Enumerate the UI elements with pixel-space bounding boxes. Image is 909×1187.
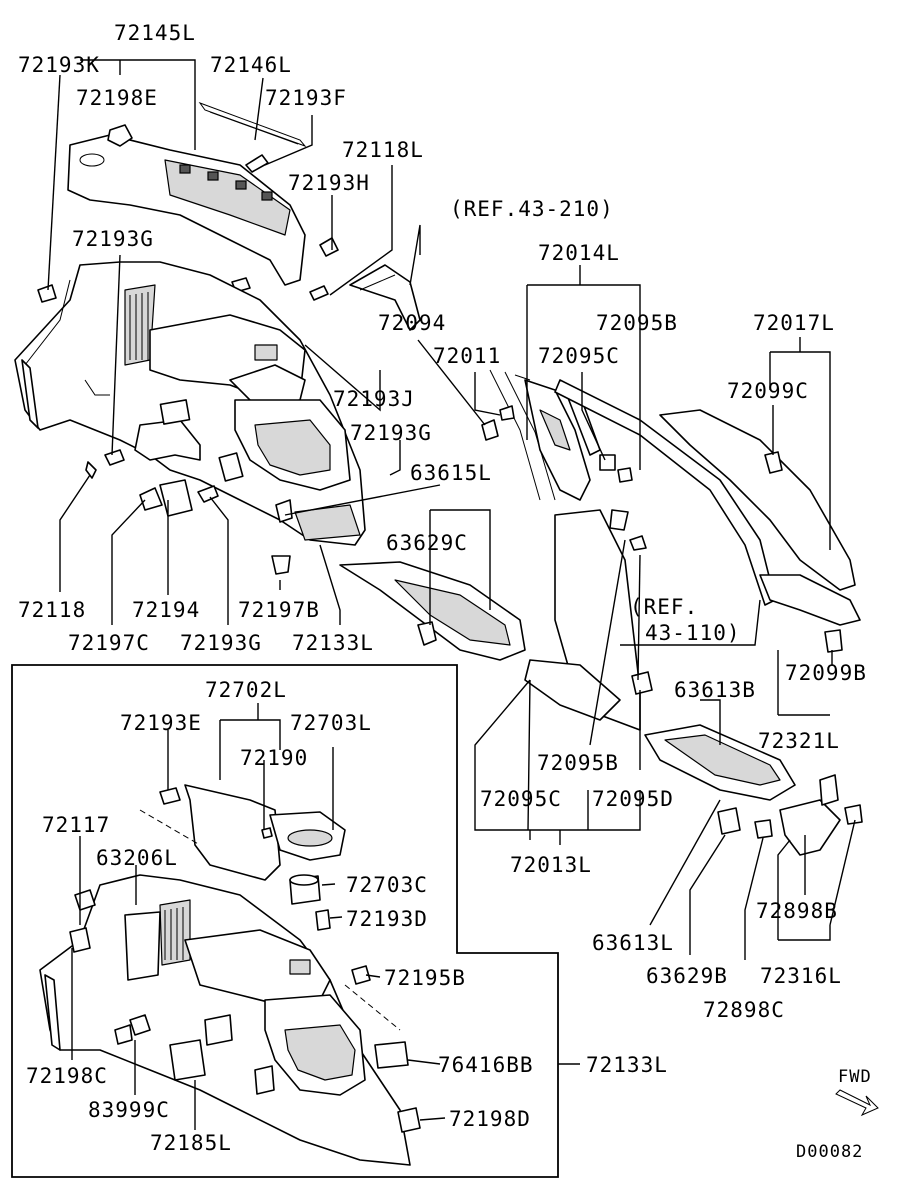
label-72095C-top: 72095C (538, 344, 620, 368)
label-72145L: 72145L (114, 21, 196, 45)
label-72193G-mid: 72193G (350, 421, 432, 445)
label-72193G-bot: 72193G (180, 631, 262, 655)
label-72198D: 72198D (449, 1107, 531, 1131)
label-72118L: 72118L (342, 138, 424, 162)
label-72193D: 72193D (346, 907, 428, 931)
label-72094: 72094 (378, 311, 446, 335)
label-ref-43-110b: 43-110) (645, 621, 741, 645)
label-72095D: 72095D (592, 787, 674, 811)
label-72133L-top: 72133L (292, 631, 374, 655)
label-72198C: 72198C (26, 1064, 108, 1088)
label-72095B-bot: 72095B (537, 751, 619, 775)
diagram-code: D00082 (796, 1142, 863, 1162)
label-72898B: 72898B (756, 899, 838, 923)
label-72193F: 72193F (265, 86, 347, 110)
label-72011: 72011 (433, 344, 501, 368)
label-72095C-bot: 72095C (480, 787, 562, 811)
label-72197C: 72197C (68, 631, 150, 655)
label-72118: 72118 (18, 598, 86, 622)
label-72185L: 72185L (150, 1131, 232, 1155)
label-72095B-top: 72095B (596, 311, 678, 335)
label-72117: 72117 (42, 813, 110, 837)
inset-parts (39, 784, 421, 1166)
label-72193J: 72193J (333, 387, 415, 411)
label-63613L: 63613L (592, 931, 674, 955)
label-72099C: 72099C (727, 379, 809, 403)
d-pillar-trim (554, 379, 861, 653)
label-72197B: 72197B (238, 598, 320, 622)
label-72013L: 72013L (510, 853, 592, 877)
label-63613B: 63613B (674, 678, 756, 702)
fasteners-upper-left (37, 124, 339, 303)
upper-quarter-trim (67, 101, 307, 286)
label-63629B: 63629B (646, 964, 728, 988)
label-63206L: 63206L (96, 846, 178, 870)
label-ref-43-110a: (REF. (630, 595, 698, 619)
label-72193H: 72193H (288, 171, 370, 195)
label-72703L: 72703L (290, 711, 372, 735)
label-63629C: 63629C (386, 531, 468, 555)
label-72898C: 72898C (703, 998, 785, 1022)
main-quarter-trim (14, 261, 366, 546)
scuff-plate-63615L (339, 561, 526, 661)
label-72146L: 72146L (210, 53, 292, 77)
label-72198E: 72198E (76, 86, 158, 110)
label-72017L: 72017L (753, 311, 835, 335)
label-72702L: 72702L (205, 678, 287, 702)
label-72099B: 72099B (785, 661, 867, 685)
leader-lines (47, 59, 856, 1130)
label-ref-43-210: (REF.43-210) (450, 197, 614, 221)
label-72133L-bot: 72133L (586, 1053, 668, 1077)
inset-frame (11, 664, 559, 1178)
label-72194: 72194 (132, 598, 200, 622)
fwd-arrow-icon (835, 1089, 879, 1117)
label-72014L: 72014L (538, 241, 620, 265)
label-fwd: FWD (838, 1067, 872, 1087)
label-72193G-top: 72193G (72, 227, 154, 251)
label-83999C: 83999C (88, 1098, 170, 1122)
label-76416BB: 76416BB (438, 1053, 534, 1077)
label-72703C: 72703C (346, 873, 428, 897)
label-72316L: 72316L (760, 964, 842, 988)
lower-right-parts (644, 724, 863, 856)
label-72193E: 72193E (120, 711, 202, 735)
label-63615L: 63615L (410, 461, 492, 485)
label-72321L: 72321L (758, 729, 840, 753)
part-labels: 72145L 72193K 72146L 72198E 72193F 72118… (18, 21, 872, 1162)
label-72193K: 72193K (18, 53, 100, 77)
label-72190: 72190 (240, 746, 308, 770)
label-72195B: 72195B (384, 966, 466, 990)
